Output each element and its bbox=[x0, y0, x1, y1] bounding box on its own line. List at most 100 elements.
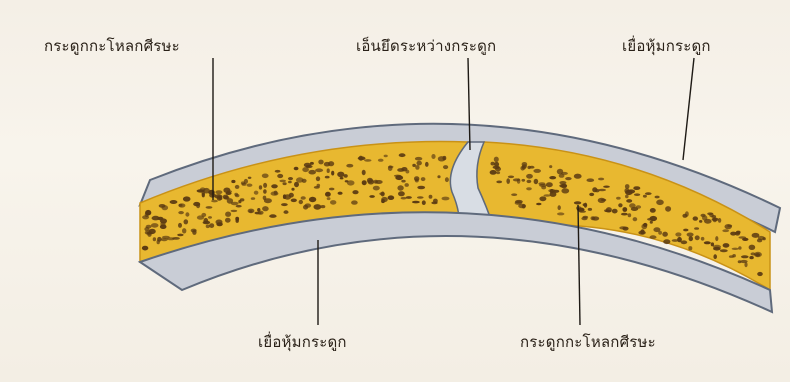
bone-pore bbox=[663, 239, 670, 244]
bone-pore bbox=[225, 218, 231, 223]
bone-pore bbox=[493, 166, 500, 169]
bone-pore bbox=[263, 189, 267, 194]
bone-pore bbox=[653, 227, 660, 232]
bone-pore bbox=[526, 187, 532, 190]
bone-pore bbox=[206, 206, 213, 209]
bone-pore bbox=[160, 218, 167, 223]
bone-pore bbox=[592, 187, 597, 192]
bone-pore bbox=[633, 217, 638, 221]
bone-pore bbox=[405, 183, 409, 187]
bone-pore bbox=[362, 180, 367, 185]
bone-pore bbox=[231, 180, 235, 183]
bone-pore bbox=[351, 200, 358, 204]
bone-pore bbox=[557, 169, 563, 175]
bone-pore bbox=[631, 207, 638, 211]
bone-pore bbox=[643, 195, 647, 198]
bone-pore bbox=[202, 191, 206, 196]
bone-pore bbox=[429, 195, 433, 199]
bone-pore bbox=[553, 190, 559, 193]
bone-pore bbox=[160, 224, 167, 229]
bone-pore bbox=[394, 175, 401, 177]
bone-pore bbox=[271, 191, 279, 195]
bone-pore bbox=[633, 186, 640, 190]
bone-pore bbox=[583, 216, 589, 219]
bone-pore bbox=[749, 256, 753, 259]
bone-pore bbox=[682, 214, 687, 218]
bone-pore bbox=[638, 231, 645, 235]
bone-pore bbox=[397, 185, 403, 190]
bone-pore bbox=[561, 188, 569, 193]
bone-pore bbox=[725, 224, 732, 229]
bone-pore bbox=[279, 180, 286, 183]
bone-pore bbox=[522, 179, 526, 182]
bone-pore bbox=[742, 238, 748, 241]
bone-pore bbox=[588, 208, 592, 211]
label-periosteum-top: เยื่อหุ้มกระดูก bbox=[622, 34, 711, 58]
bone-pore bbox=[687, 233, 694, 237]
bone-pore bbox=[301, 196, 306, 200]
bone-pore bbox=[185, 212, 189, 216]
label-skull-bone-top: กระดูกกะโหลกศีรษะ bbox=[44, 34, 180, 58]
bone-pore bbox=[755, 253, 760, 257]
bone-pore bbox=[656, 200, 664, 206]
bone-pore bbox=[142, 246, 148, 251]
bone-pore bbox=[294, 182, 299, 187]
bone-pore bbox=[329, 188, 335, 191]
bone-pore bbox=[271, 184, 278, 188]
bone-pore bbox=[704, 241, 711, 244]
bone-pore bbox=[701, 237, 705, 241]
bone-pore bbox=[358, 156, 366, 160]
bone-pore bbox=[417, 196, 424, 199]
bone-pore bbox=[628, 189, 636, 193]
bone-pore bbox=[722, 229, 729, 232]
bone-pore bbox=[225, 212, 231, 217]
bone-pore bbox=[749, 245, 756, 250]
bone-pore bbox=[412, 201, 420, 204]
bone-pore bbox=[255, 212, 262, 215]
bone-pore bbox=[612, 209, 618, 214]
bone-pore bbox=[751, 252, 756, 255]
bone-pore bbox=[291, 188, 294, 191]
bone-pore bbox=[511, 193, 517, 196]
bone-pore bbox=[178, 211, 184, 214]
bone-pore bbox=[655, 196, 660, 199]
label-periosteum-bottom: เยื่อหุ้มกระดูก bbox=[258, 330, 347, 354]
bone-pore bbox=[291, 199, 297, 203]
bone-pore bbox=[151, 223, 159, 228]
bone-pore bbox=[193, 202, 200, 206]
bone-pore bbox=[254, 191, 259, 195]
bone-pore bbox=[244, 179, 248, 184]
bone-pore bbox=[315, 168, 323, 172]
bone-pore bbox=[177, 234, 183, 237]
bone-pore bbox=[338, 192, 343, 195]
bone-pore bbox=[546, 182, 553, 187]
bone-pore bbox=[238, 200, 241, 203]
bone-pore bbox=[146, 225, 152, 229]
bone-pore bbox=[216, 220, 223, 225]
bone-pore bbox=[277, 174, 283, 178]
bone-pore bbox=[314, 186, 320, 189]
bone-pore bbox=[314, 204, 322, 210]
bone-pore bbox=[695, 235, 700, 240]
bone-pore bbox=[618, 203, 622, 207]
bone-pore bbox=[741, 255, 749, 258]
bone-pore bbox=[288, 177, 293, 180]
bone-pore bbox=[723, 243, 730, 248]
bone-pore bbox=[257, 208, 260, 212]
bone-pore bbox=[251, 197, 255, 200]
bone-pore bbox=[650, 216, 658, 221]
bone-pore bbox=[378, 159, 384, 162]
bone-pore bbox=[302, 179, 307, 183]
bone-pore bbox=[401, 197, 407, 200]
bone-pore bbox=[321, 205, 326, 208]
bone-pore bbox=[178, 203, 185, 207]
bone-pore bbox=[309, 197, 316, 202]
bone-pore bbox=[215, 194, 223, 198]
bone-pore bbox=[417, 186, 425, 189]
bone-pore bbox=[283, 194, 286, 199]
bone-pore bbox=[675, 232, 681, 236]
bone-pore bbox=[422, 200, 426, 205]
bone-pore bbox=[236, 205, 242, 208]
bone-pore bbox=[330, 200, 336, 205]
bone-pore bbox=[757, 272, 763, 276]
